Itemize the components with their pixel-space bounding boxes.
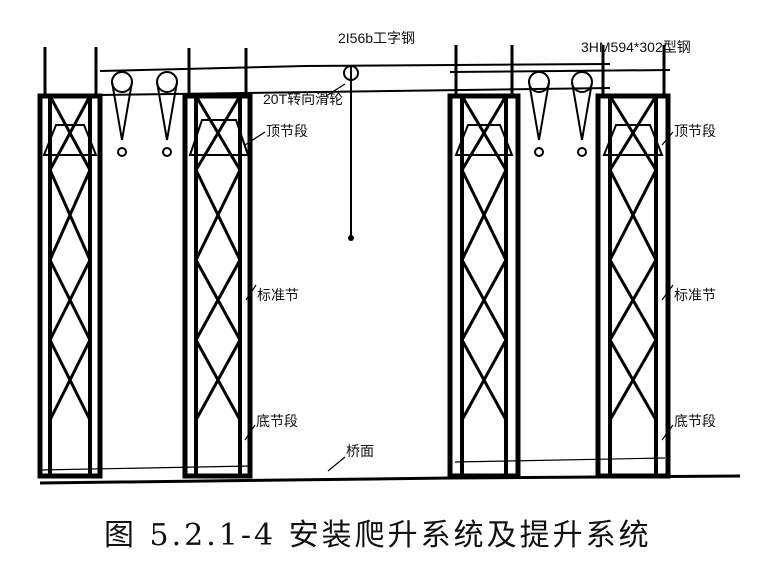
leader-top-segment-left xyxy=(244,131,266,146)
pulley-cage-right-1 xyxy=(528,71,550,157)
hook-center xyxy=(348,235,354,241)
leader-bottom-left xyxy=(244,424,256,441)
label-pulley: 20T转向滑轮 xyxy=(263,91,343,107)
label-standard-right: 标准节 xyxy=(674,287,716,303)
label-top-segment-right: 顶节段 xyxy=(674,123,716,139)
tower-right-1 xyxy=(447,45,521,479)
leader-bottom-right xyxy=(661,424,674,441)
i-beam-top-left xyxy=(99,65,306,72)
label-top-segment-left: 顶节段 xyxy=(266,123,308,139)
h-beam-top xyxy=(449,69,671,73)
label-bridge-deck: 桥面 xyxy=(346,443,374,459)
leader-standard-right xyxy=(661,284,674,301)
pulley-20t xyxy=(343,65,359,81)
label-bottom-right: 底节段 xyxy=(674,413,716,429)
pulley-leader xyxy=(325,83,346,97)
pulley-cage-right-2 xyxy=(571,71,593,157)
leader-top-segment-right xyxy=(661,131,674,146)
leader-deck xyxy=(327,456,346,472)
tower-right-2 xyxy=(595,45,671,479)
tower-left-2 xyxy=(182,48,253,479)
deck-base-line-left xyxy=(39,465,251,471)
deck-base-line-right xyxy=(454,457,666,463)
label-bottom-left: 底节段 xyxy=(256,413,298,429)
figure-caption: 图 5.2.1-4 安装爬升系统及提升系统 xyxy=(104,518,652,553)
pulley-cage-left-2 xyxy=(156,71,178,157)
tower-left-1 xyxy=(37,47,103,479)
pulley-cage-left-1 xyxy=(111,71,133,157)
leader-standard-left xyxy=(245,284,257,301)
label-h-beam: 3HM594*302型钢 xyxy=(581,39,691,55)
label-i-beam: 2I56b工字钢 xyxy=(338,30,415,46)
label-standard-left: 标准节 xyxy=(257,287,299,303)
